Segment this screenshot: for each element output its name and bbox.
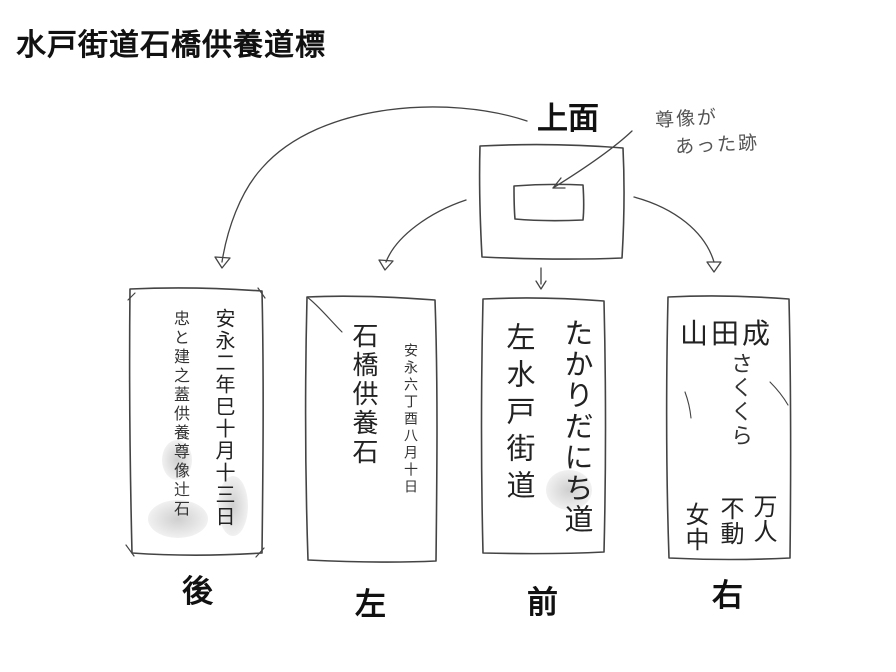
left-face-main-text: 石橋供養石: [348, 322, 378, 467]
front-face-right-text: たかりだにち道: [560, 318, 594, 535]
back-face-outline: [128, 287, 264, 557]
right-face-label: 右: [712, 578, 743, 614]
back-face-dedication-text: 忠と建之蓋供養尊像辻石: [171, 310, 190, 519]
top-face-outline: [478, 143, 625, 260]
right-face-top-text: 山田成: [680, 317, 774, 350]
right-face-bottom-left-text: 女中: [681, 502, 709, 552]
top-note-line1: 尊像が: [654, 106, 719, 132]
front-face-outline: [480, 297, 607, 555]
arrow-to-left: [385, 199, 467, 263]
arrow-to-back: [221, 106, 528, 263]
left-face-outline: [304, 295, 438, 563]
right-face-middle-text: さくくら: [727, 352, 752, 448]
front-face-label: 前: [527, 585, 558, 621]
weathering-smudge: [546, 470, 592, 510]
weathering-smudge: [218, 476, 248, 536]
arrowhead-left: [378, 259, 394, 271]
arrowhead-back: [214, 256, 231, 269]
arrowhead-front: [535, 280, 547, 290]
back-face-label: 後: [182, 574, 213, 610]
right-face-outline: [665, 295, 792, 561]
arrow-to-right: [633, 196, 715, 263]
back-face-date-text: 安永二年巳十月十三日: [212, 308, 236, 528]
weathering-smudge: [162, 440, 192, 480]
left-face-date-text: 安永六丁酉八月十日: [402, 343, 418, 496]
top-face-recess: [513, 183, 585, 222]
note-arrowhead: [552, 177, 566, 189]
weathering-smudge: [148, 500, 208, 538]
front-face-left-text: 左水戸街道: [502, 322, 536, 507]
right-face-bottom-middle-text: 不動: [716, 496, 744, 546]
top-face-label: 上面: [537, 101, 599, 137]
arrowhead-right: [706, 261, 722, 273]
right-face-bottom-right-text: 万人: [749, 494, 777, 544]
page-title: 水戸街道石橋供養道標: [16, 28, 326, 63]
top-note-line2: あった跡: [674, 131, 760, 159]
left-face-label: 左: [355, 587, 386, 623]
note-arrow: [552, 130, 633, 189]
